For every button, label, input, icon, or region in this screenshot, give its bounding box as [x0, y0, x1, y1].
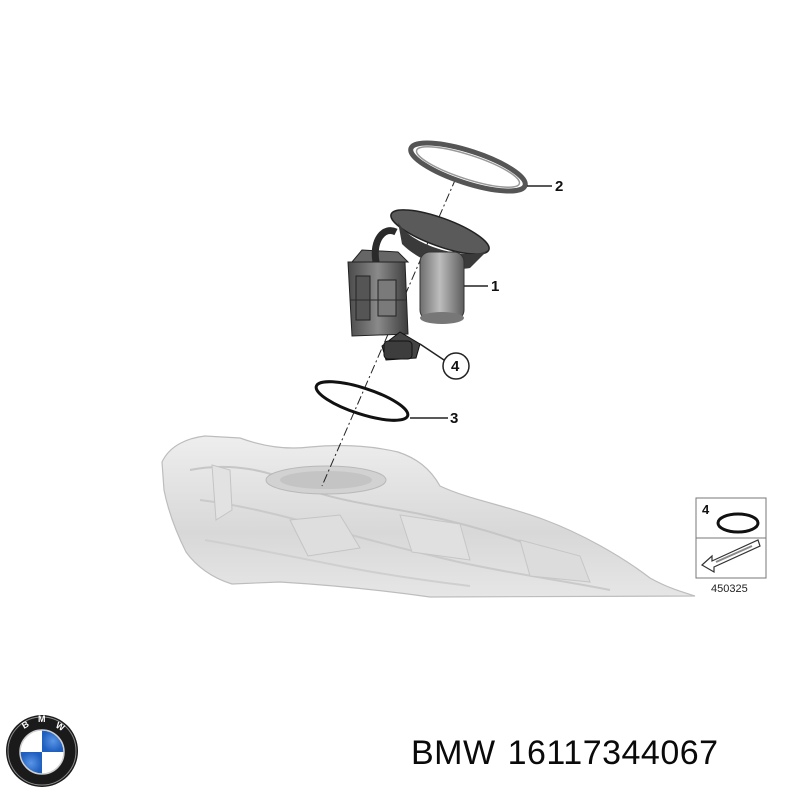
callout-3-label: 3 — [450, 410, 458, 427]
part-2-gasket — [408, 140, 528, 194]
logo-letter-m: M — [38, 714, 46, 724]
legend-o-ring-icon — [716, 512, 760, 534]
callout-3: 3 — [410, 410, 458, 427]
legend-reference-number: 450325 — [711, 583, 748, 595]
callout-2: 2 — [527, 178, 563, 195]
bmw-logo-icon: B M W — [6, 714, 78, 787]
logo-letter-b: B — [20, 719, 31, 731]
fuel-tank — [161, 435, 696, 598]
part-1-fuel-pump-module — [347, 209, 490, 361]
callout-4: 4 — [419, 343, 470, 380]
brand-name: BMW — [411, 734, 496, 772]
callout-2-label: 2 — [555, 178, 563, 195]
callout-1-label: 1 — [491, 278, 499, 295]
part-caption: BMW 16117344067 — [411, 734, 793, 784]
part-4-sensor — [383, 340, 413, 360]
callout-4-label: 4 — [451, 358, 460, 375]
legend-box: 4 450325 — [695, 497, 767, 595]
part-number: 16117344067 — [507, 734, 719, 772]
callout-1: 1 — [464, 278, 499, 295]
part-3-o-ring — [314, 380, 410, 422]
legend-item-label: 4 — [702, 502, 710, 517]
